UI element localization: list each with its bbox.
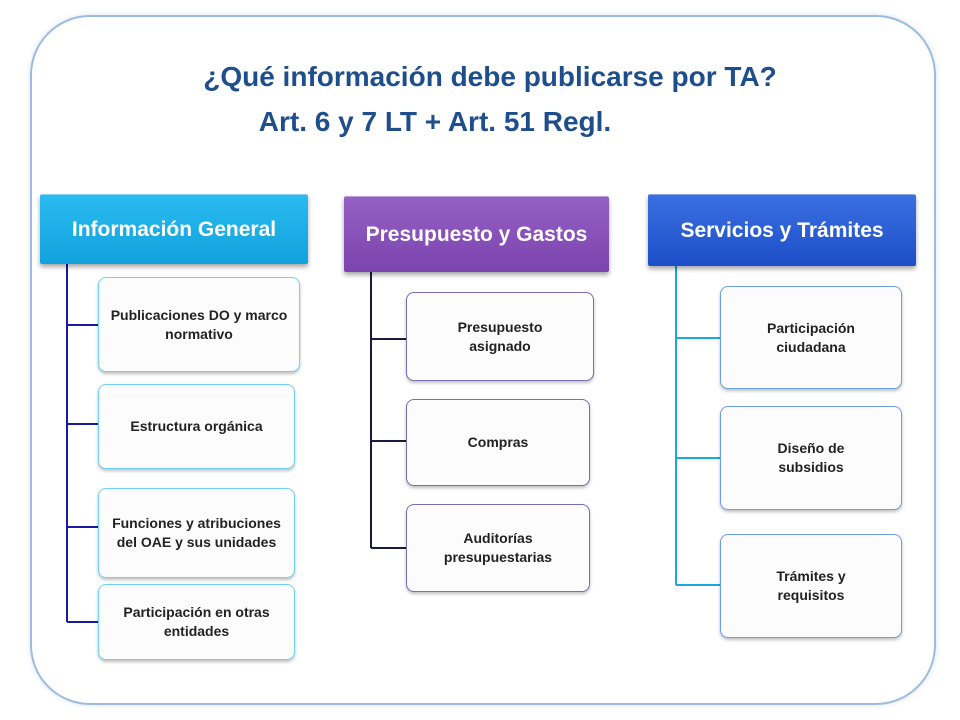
node-tramites-requisitos: Trámites y requisitos [720,534,902,638]
header-servicios-tramites: Servicios y Trámites [648,194,916,266]
connectors-presupuesto [370,272,406,549]
node-funciones: Funciones y atribuciones del OAE y sus u… [98,488,295,578]
diagram-title: ¿Qué información debe publicarse por TA? [203,61,777,92]
connectors-general [66,264,98,623]
node-estructura: Estructura orgánica [98,384,295,469]
node-participacion-ciudadana: Participación ciudadana [720,286,902,389]
header-presupuesto-gastos: Presupuesto y Gastos [344,196,609,272]
node-publicaciones: Publicaciones DO y marco normativo [98,277,300,372]
node-participacion-entidades: Participación en otras entidades [98,584,295,660]
node-compras: Compras [406,399,590,486]
diagram-subtitle: Art. 6 y 7 LT + Art. 51 Regl. [258,106,612,137]
node-presupuesto-asignado: Presupuesto asignado [406,292,594,381]
rounded-frame [30,15,936,705]
node-auditorias: Auditorías presupuestarias [406,504,590,592]
header-informacion-general: Información General [40,194,308,264]
node-diseno-subsidios: Diseño de subsidios [720,406,902,510]
connectors-servicios [675,266,720,586]
